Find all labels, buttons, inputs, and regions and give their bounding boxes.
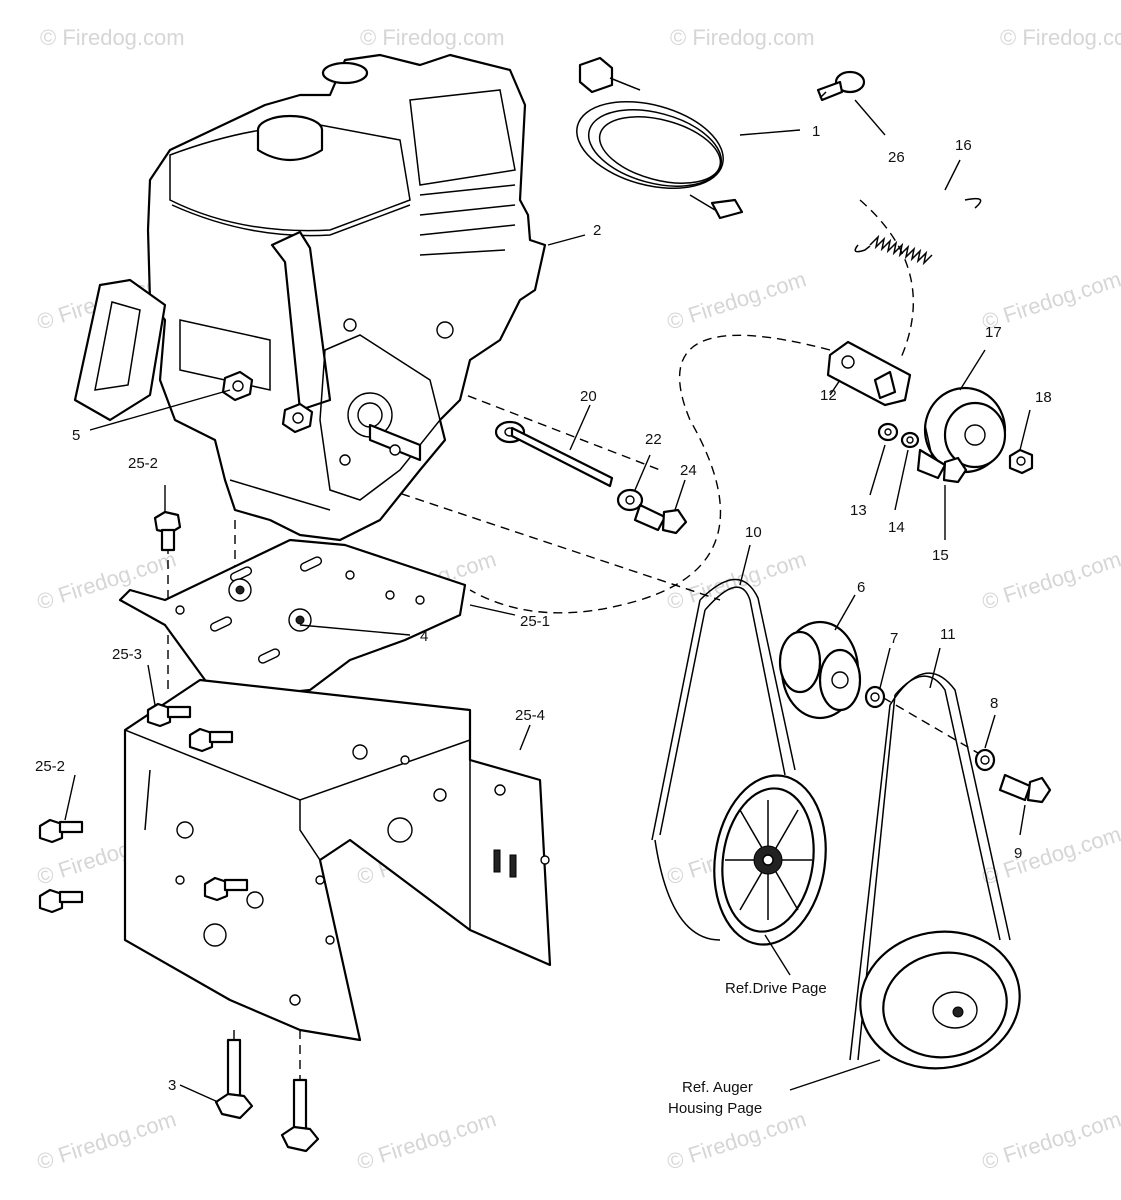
callout-20: 20 xyxy=(580,388,597,405)
belt-drive xyxy=(651,578,827,946)
callout-24: 24 xyxy=(680,462,697,479)
leader-lines xyxy=(64,99,1031,1103)
callout-1: 1 xyxy=(812,123,820,140)
callout-10: 10 xyxy=(745,524,762,541)
callout-16: 16 xyxy=(955,137,972,154)
ignition-key xyxy=(816,70,866,102)
watermark: © Firedog.com xyxy=(979,546,1121,614)
watermark: © Firedog.com xyxy=(979,821,1121,889)
bolt-25-3 xyxy=(146,702,234,753)
watermark: © Firedog.com xyxy=(670,25,815,50)
power-cord xyxy=(576,56,744,220)
watermark: © Firedog.com xyxy=(664,546,809,614)
callout-25-2-top: 25-2 xyxy=(128,455,158,472)
callout-8: 8 xyxy=(990,695,998,712)
callout-labels: 1 2 3 4 5 6 7 8 9 10 11 12 13 14 15 16 1… xyxy=(35,123,1052,1094)
callout-7: 7 xyxy=(890,630,898,647)
watermark: © Firedog.com xyxy=(354,1106,499,1174)
callout-22: 22 xyxy=(645,431,662,448)
bolt-25-2-side xyxy=(38,818,249,914)
ref-auger-line2: Housing Page xyxy=(668,1100,762,1117)
watermark: © Firedog.com xyxy=(664,266,809,334)
callout-14: 14 xyxy=(888,519,905,536)
watermark: © Firedog.com xyxy=(360,25,505,50)
callout-25-3: 25-3 xyxy=(112,646,142,663)
recoil-handle xyxy=(73,278,167,422)
callout-26: 26 xyxy=(888,149,905,166)
callout-13: 13 xyxy=(850,502,867,519)
reference-labels: Ref.Drive Page Ref. Auger Housing Page xyxy=(668,980,827,1117)
watermark: © Firedog.com xyxy=(34,1106,179,1174)
bolt-25-2-top xyxy=(153,510,182,552)
callout-25-4: 25-4 xyxy=(515,707,545,724)
callout-18: 18 xyxy=(1035,389,1052,406)
ref-drive-page: Ref.Drive Page xyxy=(725,980,827,997)
spring xyxy=(854,197,982,266)
callout-12: 12 xyxy=(820,387,837,404)
rod-assembly xyxy=(494,420,688,535)
callout-6: 6 xyxy=(857,579,865,596)
watermark: © Firedog.com xyxy=(979,1106,1121,1174)
callout-17: 17 xyxy=(985,324,1002,341)
frame xyxy=(123,678,552,1042)
callout-9: 9 xyxy=(1014,845,1022,862)
drive-pulley xyxy=(778,620,1052,804)
callout-3: 3 xyxy=(168,1077,176,1094)
callout-25-2-side: 25-2 xyxy=(35,758,65,775)
engine xyxy=(146,53,547,542)
bolts xyxy=(38,510,320,1153)
callout-4: 4 xyxy=(420,628,428,645)
callout-5: 5 xyxy=(72,427,80,444)
watermark: © Firedog.com xyxy=(1000,25,1121,50)
callout-15: 15 xyxy=(932,547,949,564)
callout-2: 2 xyxy=(593,222,601,239)
callout-11: 11 xyxy=(940,626,956,643)
belt-auger xyxy=(849,672,1021,1070)
watermark: © Firedog.com xyxy=(40,25,185,50)
ref-auger-line1: Ref. Auger xyxy=(682,1079,753,1096)
callout-25-1: 25-1 xyxy=(520,613,550,630)
bolt-3 xyxy=(214,1038,320,1153)
idler-assembly xyxy=(826,340,1034,484)
